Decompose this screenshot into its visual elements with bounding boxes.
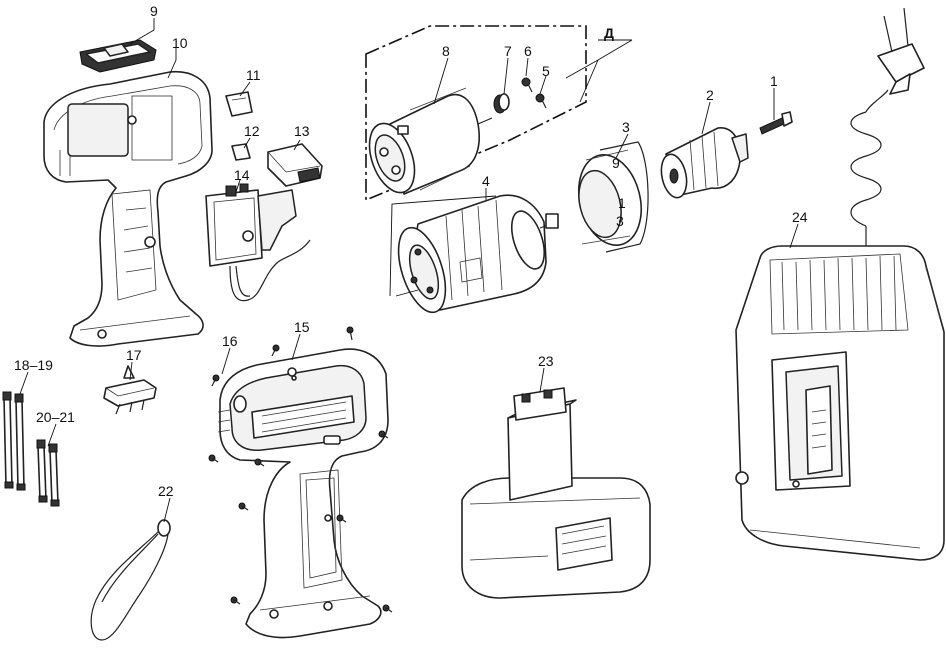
- callout-20-21: 20–21: [36, 409, 75, 425]
- callout-13: 13: [294, 123, 310, 139]
- clutch-mark-9: 9: [612, 155, 620, 171]
- callout-15: 15: [294, 319, 310, 335]
- part-1-screw: [759, 111, 793, 135]
- callout-6: 6: [524, 43, 532, 59]
- clutch-mark-3: 3: [616, 213, 624, 229]
- callout-18-19: 18–19: [14, 357, 53, 373]
- part-6-screw: [521, 77, 533, 93]
- part-7-pinion: [493, 93, 510, 114]
- callout-9: 9: [150, 3, 158, 19]
- part-11-plate: [225, 91, 253, 117]
- screw: [211, 374, 220, 387]
- screw: [208, 454, 219, 463]
- callout-22: 22: [158, 483, 174, 499]
- screw: [230, 596, 241, 605]
- part-17-terminal: [103, 365, 157, 415]
- callout-7: 7: [504, 43, 512, 59]
- housing-screws: [208, 326, 393, 613]
- part-12-clip: [231, 143, 251, 161]
- callout-3: 3: [622, 119, 630, 135]
- part-23-battery: [461, 387, 651, 599]
- callout-labels: 9 10 11 12 13 14 8 7 6 5 Д 4 3 2 1 24 15…: [14, 3, 808, 499]
- callout-4: 4: [482, 173, 490, 189]
- clutch-mark-1: 1: [618, 195, 626, 211]
- callout-23: 23: [538, 353, 554, 369]
- part-24-charger: [735, 7, 945, 561]
- screw: [378, 430, 389, 439]
- callout-2: 2: [706, 87, 714, 103]
- part-8-motor: [368, 87, 493, 195]
- part-20-21-pins: [36, 439, 60, 507]
- callout-16: 16: [222, 333, 238, 349]
- leader-lines: [19, 18, 799, 523]
- screw: [382, 604, 393, 613]
- part-5-screw: [535, 93, 547, 109]
- part-14-trigger-switch: [205, 183, 311, 302]
- part-15-housing-right: [217, 348, 389, 639]
- callout-12: 12: [244, 123, 260, 139]
- part-4-gearbox: [397, 194, 559, 314]
- callout-5: 5: [542, 63, 550, 79]
- part-10-housing-left: [43, 71, 213, 347]
- callout-1: 1: [770, 73, 778, 89]
- callout-11: 11: [246, 67, 261, 83]
- screw: [336, 514, 347, 523]
- part-13-reverse-switch: [267, 143, 323, 187]
- callout-D: Д: [604, 25, 614, 41]
- part-22-wrist-strap: [90, 519, 171, 641]
- part-2-chuck: [660, 127, 749, 199]
- screw: [238, 502, 249, 511]
- part-3-clutch-ring: 9 1 3: [578, 141, 649, 253]
- part-18-19-pins: [2, 391, 26, 491]
- screw: [254, 458, 265, 467]
- callout-17: 17: [126, 347, 142, 363]
- callout-8: 8: [442, 43, 450, 59]
- screw: [271, 344, 280, 357]
- callout-14: 14: [234, 167, 250, 183]
- part-9-slider: [79, 39, 157, 73]
- callout-24: 24: [792, 209, 808, 225]
- screw: [346, 326, 354, 341]
- callout-10: 10: [172, 35, 188, 51]
- motor-group-box: [365, 25, 587, 202]
